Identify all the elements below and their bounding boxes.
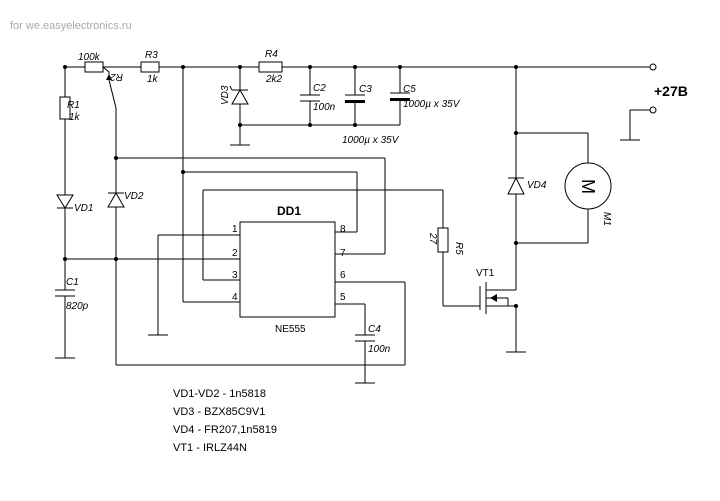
note-vd3: VD3 - BZX85C9V1 — [173, 406, 265, 418]
power-label: +27B — [654, 83, 688, 99]
c2-value: 100n — [313, 102, 336, 113]
vd3-name: VD3 — [220, 85, 231, 105]
note-vt1: VT1 - IRLZ44N — [173, 442, 247, 454]
parts-notes: VD1-VD2 - 1n5818 VD3 - BZX85C9V1 VD4 - F… — [173, 388, 277, 454]
r2-value: 100k — [78, 52, 101, 63]
r3-value: 1k — [147, 74, 159, 85]
c1-value: 820p — [66, 301, 89, 312]
c5-value: 1000µ x 35V — [403, 99, 461, 110]
dd1-part: NE555 — [275, 324, 306, 335]
r1-value: 1k — [69, 112, 81, 123]
capacitor-c2: C2 100n — [300, 65, 336, 127]
c3-value: 1000µ x 35V — [342, 135, 400, 146]
r4-value: 2k2 — [265, 74, 283, 85]
r3-name: R3 — [145, 50, 158, 61]
power-terminal: +27B — [620, 83, 688, 141]
motor-m1: M M1 — [564, 162, 612, 226]
ic-dd1: DD1 NE555 1 2 3 4 5 6 7 8 — [232, 204, 346, 335]
capacitor-c4: C4 100n — [335, 303, 391, 384]
vd4-name: VD4 — [527, 180, 547, 191]
dd1-pin-7: 7 — [340, 248, 346, 259]
left-branch: R1 1k VD1 C1 820p — [55, 65, 93, 359]
r2-name: R2 — [110, 71, 123, 82]
r4-name: R4 — [265, 49, 278, 60]
capacitor-c5: C5 1000µ x 35V — [390, 65, 461, 125]
vd2-name: VD2 — [124, 191, 144, 202]
note-vd1-vd2: VD1-VD2 - 1n5818 — [173, 388, 266, 400]
c5-name: C5 — [403, 84, 416, 95]
mosfet-vt1: VT1 — [476, 268, 526, 353]
right-branch: VD4 — [507, 65, 589, 290]
c3-name: C3 — [359, 84, 372, 95]
dd1-pin-5: 5 — [340, 292, 346, 303]
watermark-text: for we.easyelectronics.ru — [10, 20, 132, 32]
r5-value: 27 — [427, 232, 438, 245]
r5-name: R5 — [453, 242, 464, 255]
dd1-pin-4: 4 — [232, 292, 238, 303]
dd1-pin-2: 2 — [232, 248, 238, 259]
vd2-branch: VD2 — [107, 145, 144, 365]
dd1-pin-6: 6 — [340, 270, 346, 281]
dd1-name: DD1 — [277, 204, 301, 218]
resistor-r5: R5 27 — [427, 227, 480, 307]
vt1-name: VT1 — [476, 268, 495, 279]
c4-name: C4 — [368, 324, 381, 335]
vd1-name: VD1 — [74, 203, 93, 214]
top-rail — [65, 63, 657, 71]
dd1-pin-1: 1 — [232, 224, 238, 235]
c1-name: C1 — [66, 277, 79, 288]
dd1-pin-8: 8 — [340, 224, 346, 235]
note-vd4: VD4 - FR207,1n5819 — [173, 424, 277, 436]
resistor-r4: R4 2k2 — [258, 49, 283, 85]
c4-value: 100n — [368, 344, 391, 355]
wire-pin1-ground — [148, 234, 240, 336]
zener-vd3: VD3 — [220, 65, 250, 146]
c2-name: C2 — [313, 83, 326, 94]
resistor-r3: R3 1k — [140, 50, 160, 85]
resistor-r2: 100k R2 — [78, 52, 123, 145]
dd1-pin-3: 3 — [232, 270, 238, 281]
capacitor-c3: C3 1000µ x 35V — [342, 65, 400, 146]
m1-name: M1 — [601, 212, 612, 226]
r1-name: R1 — [67, 100, 80, 111]
m1-symbol: M — [578, 179, 598, 194]
supply-to-ic — [181, 65, 358, 303]
